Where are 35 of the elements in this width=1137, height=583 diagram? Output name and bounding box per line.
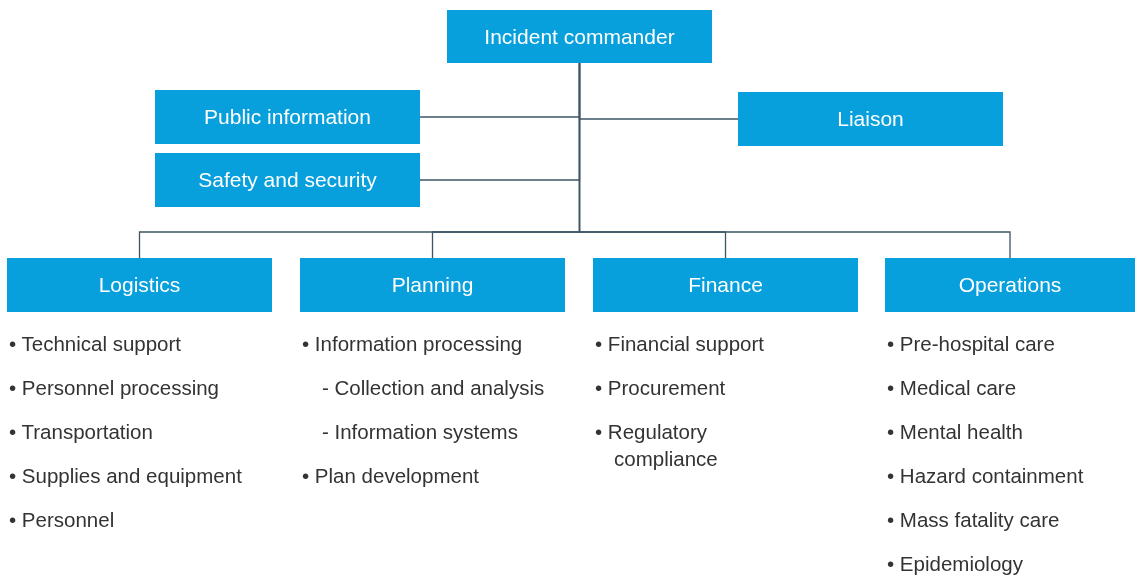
role-box — [155, 153, 420, 207]
role-title: Planning — [391, 273, 474, 297]
role-box — [7, 258, 272, 312]
task-list-item: • Procurement — [595, 375, 727, 401]
task-list-item: • Plan development — [302, 463, 480, 489]
role-box — [885, 258, 1135, 312]
role-title: Safety and security — [198, 168, 377, 192]
role-title: Incident commander — [484, 24, 675, 49]
task-list-item: • Information processing — [302, 331, 524, 357]
task-list-item: • Personnel processing — [9, 375, 220, 401]
role-box — [300, 258, 565, 312]
role-title: Logistics — [98, 273, 181, 297]
task-list-item: • Financial support — [595, 331, 765, 357]
role-box — [447, 10, 712, 63]
task-list-item: • Technical support — [9, 331, 183, 357]
task-list-item: • Mental health — [887, 419, 1024, 445]
task-list-item: - Information systems — [322, 419, 519, 445]
role-box — [155, 90, 420, 144]
task-list-item: • Mass fatality care — [887, 507, 1061, 533]
task-list-item: • Epidemiology — [887, 551, 1024, 577]
task-list-item: - Collection and analysis — [322, 375, 546, 401]
role-title: Finance — [688, 273, 763, 297]
task-list-item: • Supplies and equipment — [9, 463, 243, 489]
role-title: Public information — [204, 105, 371, 129]
role-title: Operations — [958, 273, 1062, 297]
role-box — [738, 92, 1003, 146]
role-title: Liaison — [837, 107, 904, 131]
task-list-item: • Medical care — [887, 375, 1018, 401]
connector-line — [578, 62, 1011, 259]
task-list-item: • Personnel — [9, 507, 116, 533]
task-list-item: • Regulatory compliance — [595, 419, 719, 472]
task-list-item: • Hazard containment — [887, 463, 1085, 489]
task-list-item: • Pre-hospital care — [887, 331, 1056, 357]
task-list-item: • Transportation — [9, 419, 154, 445]
role-box — [593, 258, 858, 312]
